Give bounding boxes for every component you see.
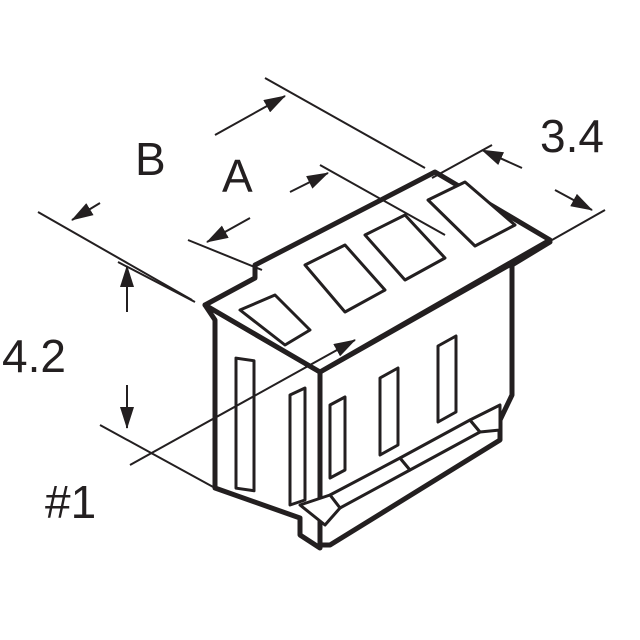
dimension-label-height: 4.2 [2,330,66,382]
top-contacts [238,180,517,347]
side-slots [288,334,458,507]
connector-body [202,169,553,551]
bottom-pads [298,403,502,527]
pin-one-label: #1 [45,476,96,528]
dimension-label-a: A [222,150,253,202]
front-slot [234,356,256,493]
dimension-label-width: 3.4 [540,110,604,162]
dimension-label-b: B [135,133,166,185]
dimension-lines [37,77,606,489]
